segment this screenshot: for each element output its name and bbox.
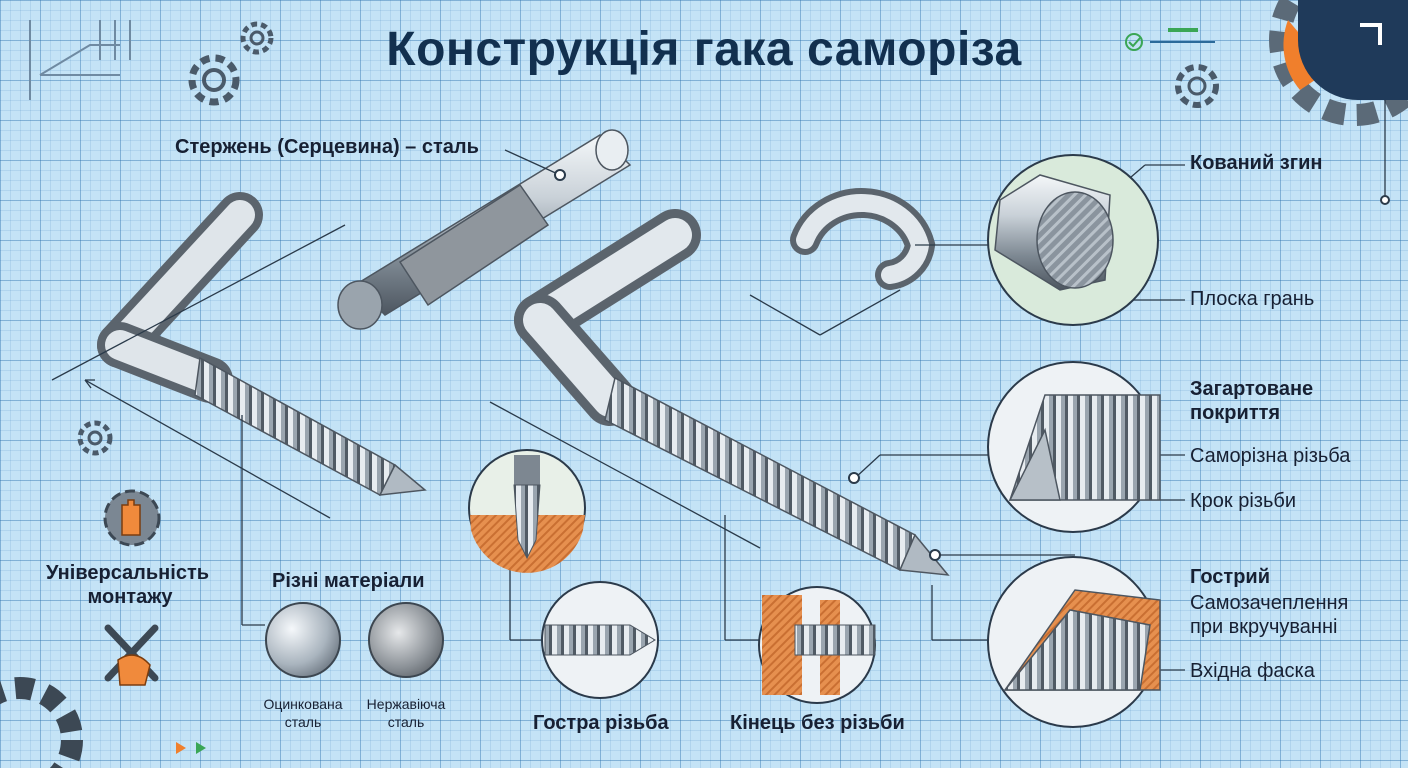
check-icon [1125,28,1215,51]
gear-icon [240,21,274,55]
hook-screw-illustration-left [97,192,427,497]
label-mounting-line1: Універсальність [46,562,210,584]
galvanized-steel-sample [265,602,341,678]
label-self-tapping-thread: Саморізна різьба [1190,445,1351,467]
screw-in-wall-detail [468,449,586,573]
label-forged-bend: Кований згин [1190,152,1323,174]
label-unthreaded-end: Кінець без різьби [730,712,905,734]
thread-detail [987,361,1161,533]
label-galvanized-line1: Оцинкована [263,696,343,712]
play-arrows-icon [176,742,206,754]
stainless-steel-sample [368,602,444,678]
hook-screw-illustration-center [514,209,950,576]
page-title: Конструкція гака самоpiза [386,23,1022,76]
label-self-engage-line1: Самозачеплення [1190,592,1349,614]
gear-icon [1175,64,1219,108]
j-hook-illustration [790,188,936,290]
tip-detail [987,556,1161,728]
hand-icon [117,654,151,686]
sketch-lines-decoration [29,20,131,100]
label-galvanized-line2: сталь [284,714,322,730]
forged-bend-detail [987,154,1159,326]
gear-icon [77,420,113,456]
label-hardened-line2: покриття [1190,402,1281,424]
hand-gear-icon [103,489,161,547]
label-stainless-line1: Нержавіюча [366,696,446,712]
corner-badge [1298,0,1408,100]
label-sharp-thread: Гостра різьба [533,712,669,734]
label-mounting-line2: монтажу [87,586,173,608]
gear-icon [0,677,83,768]
label-materials: Різні матеріали [272,570,425,592]
label-tip: Гострий [1190,566,1271,588]
dimension-lines [51,85,1386,671]
label-hardened-line1: Загартоване [1190,378,1314,400]
label-entry-chamfer: Вхідна фаска [1190,660,1315,682]
gear-icon [188,54,240,106]
label-thread-pitch: Крок різьби [1190,490,1296,512]
unthreaded-end-detail [758,586,876,704]
label-flat-face: Плоска грань [1190,288,1315,310]
label-self-engage-line2: при вкручуванні [1190,616,1338,638]
corner-mark-icon [1360,23,1382,45]
label-core: Стержень (Серцевина) – сталь [175,136,479,158]
sharp-thread-detail [541,581,659,699]
label-stainless-line2: сталь [387,714,425,730]
